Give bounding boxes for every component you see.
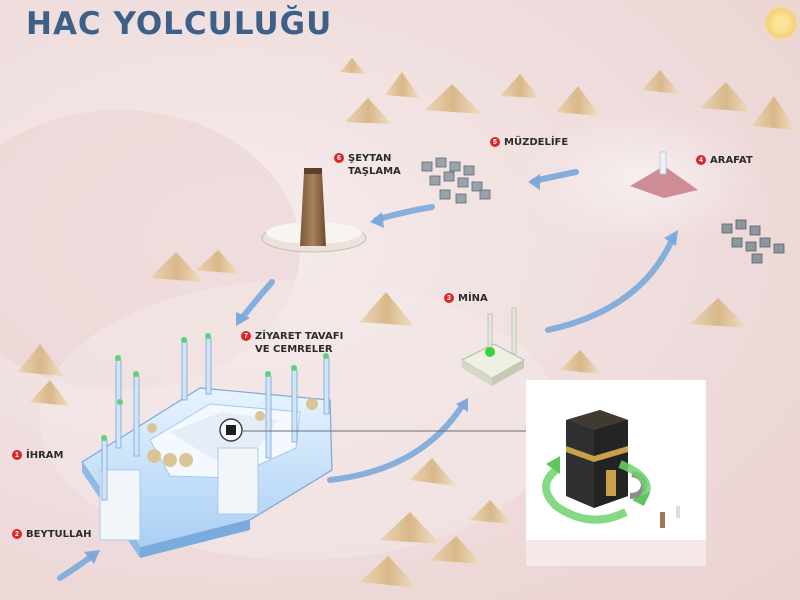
step-label: ZİYARET TAVAFI VE CEMRELER [255, 331, 344, 355]
arafat-hill-icon [630, 151, 698, 198]
step-badge: 5 [490, 137, 500, 147]
sun-icon [766, 8, 796, 38]
step-arafat[interactable]: 4 ARAFAT [696, 154, 753, 167]
kaaba-detail-panel [526, 380, 706, 566]
step-label: İHRAM [26, 450, 64, 461]
step-badge: 6 [334, 153, 344, 163]
step-label: BEYTULLAH [26, 529, 92, 540]
page-title: HAC YOLCULUĞU [26, 6, 333, 42]
step-label: MÜZDELİFE [504, 137, 569, 148]
step-muzdelife[interactable]: 5 MÜZDELİFE [490, 136, 568, 149]
mosque-icon [81, 333, 526, 558]
step-badge: 4 [696, 155, 706, 165]
step-beytullah[interactable]: 2 BEYTULLAH [12, 528, 92, 541]
step-badge: 7 [241, 331, 251, 341]
step-badge: 2 [12, 529, 22, 539]
step-mina[interactable]: 3 MİNA [444, 292, 488, 305]
route-arrows [57, 169, 675, 581]
step-label: MİNA [458, 293, 488, 304]
pillar-icon [261, 168, 367, 253]
step-ziyaret-tavafi[interactable]: 7 ZİYARET TAVAFI VE CEMRELER [241, 330, 343, 356]
step-label: ARAFAT [710, 155, 753, 166]
step-seytan-taslama[interactable]: 6 ŞEYTAN TAŞLAMA [334, 152, 401, 178]
step-badge: 3 [444, 293, 454, 303]
kaaba-icon [566, 410, 628, 508]
mina-mosque-icon [460, 307, 526, 386]
step-label: ŞEYTAN TAŞLAMA [348, 153, 401, 177]
tents-icon [421, 157, 491, 204]
step-ihram[interactable]: 1 İHRAM [12, 449, 63, 462]
mountain-icon [18, 58, 796, 588]
step-badge: 1 [12, 450, 22, 460]
tents-icon [721, 219, 785, 264]
